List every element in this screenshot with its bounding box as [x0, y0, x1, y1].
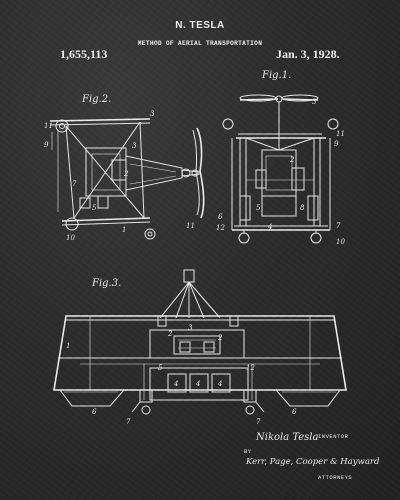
ref-numeral: 11 [44, 122, 53, 130]
ref-numeral: 6 [218, 213, 223, 221]
inventor-signature: Nikola Tesla [256, 432, 319, 443]
ref-numeral: 3 [132, 142, 137, 150]
ref-numeral: 2 [289, 156, 295, 164]
ref-numeral: 10 [66, 234, 75, 242]
ref-numeral: 2 [123, 170, 129, 178]
attorney-caption: ATTORNEYS [318, 474, 353, 481]
ref-numeral: 5 [158, 364, 163, 372]
ref-numeral: 6 [292, 408, 297, 416]
ref-numeral: 5 [256, 204, 261, 212]
inventor-name: N. TESLA [175, 20, 225, 31]
by-label: BY [244, 448, 252, 455]
ref-numeral: 4 [173, 380, 178, 388]
ref-numeral: 4 [195, 380, 200, 388]
ref-numeral: 7 [72, 180, 77, 188]
figure-2-label: Fig.2. [82, 94, 112, 105]
inventor-caption: INVENTOR [318, 433, 349, 440]
ref-numeral: 10 [336, 238, 345, 246]
patent-number: 1,655,113 [60, 47, 108, 61]
figure-3-label: Fig.3. [92, 278, 122, 289]
ref-numeral: 2 [217, 334, 223, 342]
ref-numeral: 5 [92, 204, 97, 212]
ref-numeral: 7 [126, 418, 131, 426]
patent-date: Jan. 3, 1928. [276, 47, 340, 61]
figure-1-label: Fig.1. [262, 70, 292, 81]
ref-numeral: 9 [334, 140, 339, 148]
ref-numeral: 8 [300, 204, 305, 212]
attorney-signature: Kerr, Page, Cooper & Hayward [246, 457, 380, 467]
ref-numeral: 9 [44, 141, 49, 149]
ref-numeral: 3 [312, 98, 317, 106]
ref-numeral: 11 [336, 130, 345, 138]
ref-numeral: 7 [256, 418, 261, 426]
ref-numeral: 4 [267, 223, 272, 231]
figure-1-drawing: 3 11 9 2 4 5 8 6 12 7 10 [216, 94, 345, 246]
patent-title: METHOD OF AERIAL TRANSPORTATION [137, 40, 263, 47]
ref-numeral: 4 [217, 380, 222, 388]
ref-numeral: 2 [167, 330, 173, 338]
figure-2-drawing: 3 9 11 3 2 7 5 10 1 11 [44, 110, 205, 242]
ref-numeral: 1 [122, 226, 126, 234]
ref-numeral: 3 [188, 324, 193, 332]
ref-numeral: 6 [92, 408, 97, 416]
ref-numeral: 12 [246, 364, 255, 372]
ref-numeral: 12 [216, 224, 225, 232]
ref-numeral: 7 [336, 222, 341, 230]
figure-3-drawing: 1 2 3 2 4 5 4 4 7 6 7 6 12 [53, 269, 347, 426]
ref-numeral: 11 [186, 222, 195, 230]
ref-numeral: 3 [150, 110, 155, 118]
ref-numeral: 1 [66, 342, 70, 350]
